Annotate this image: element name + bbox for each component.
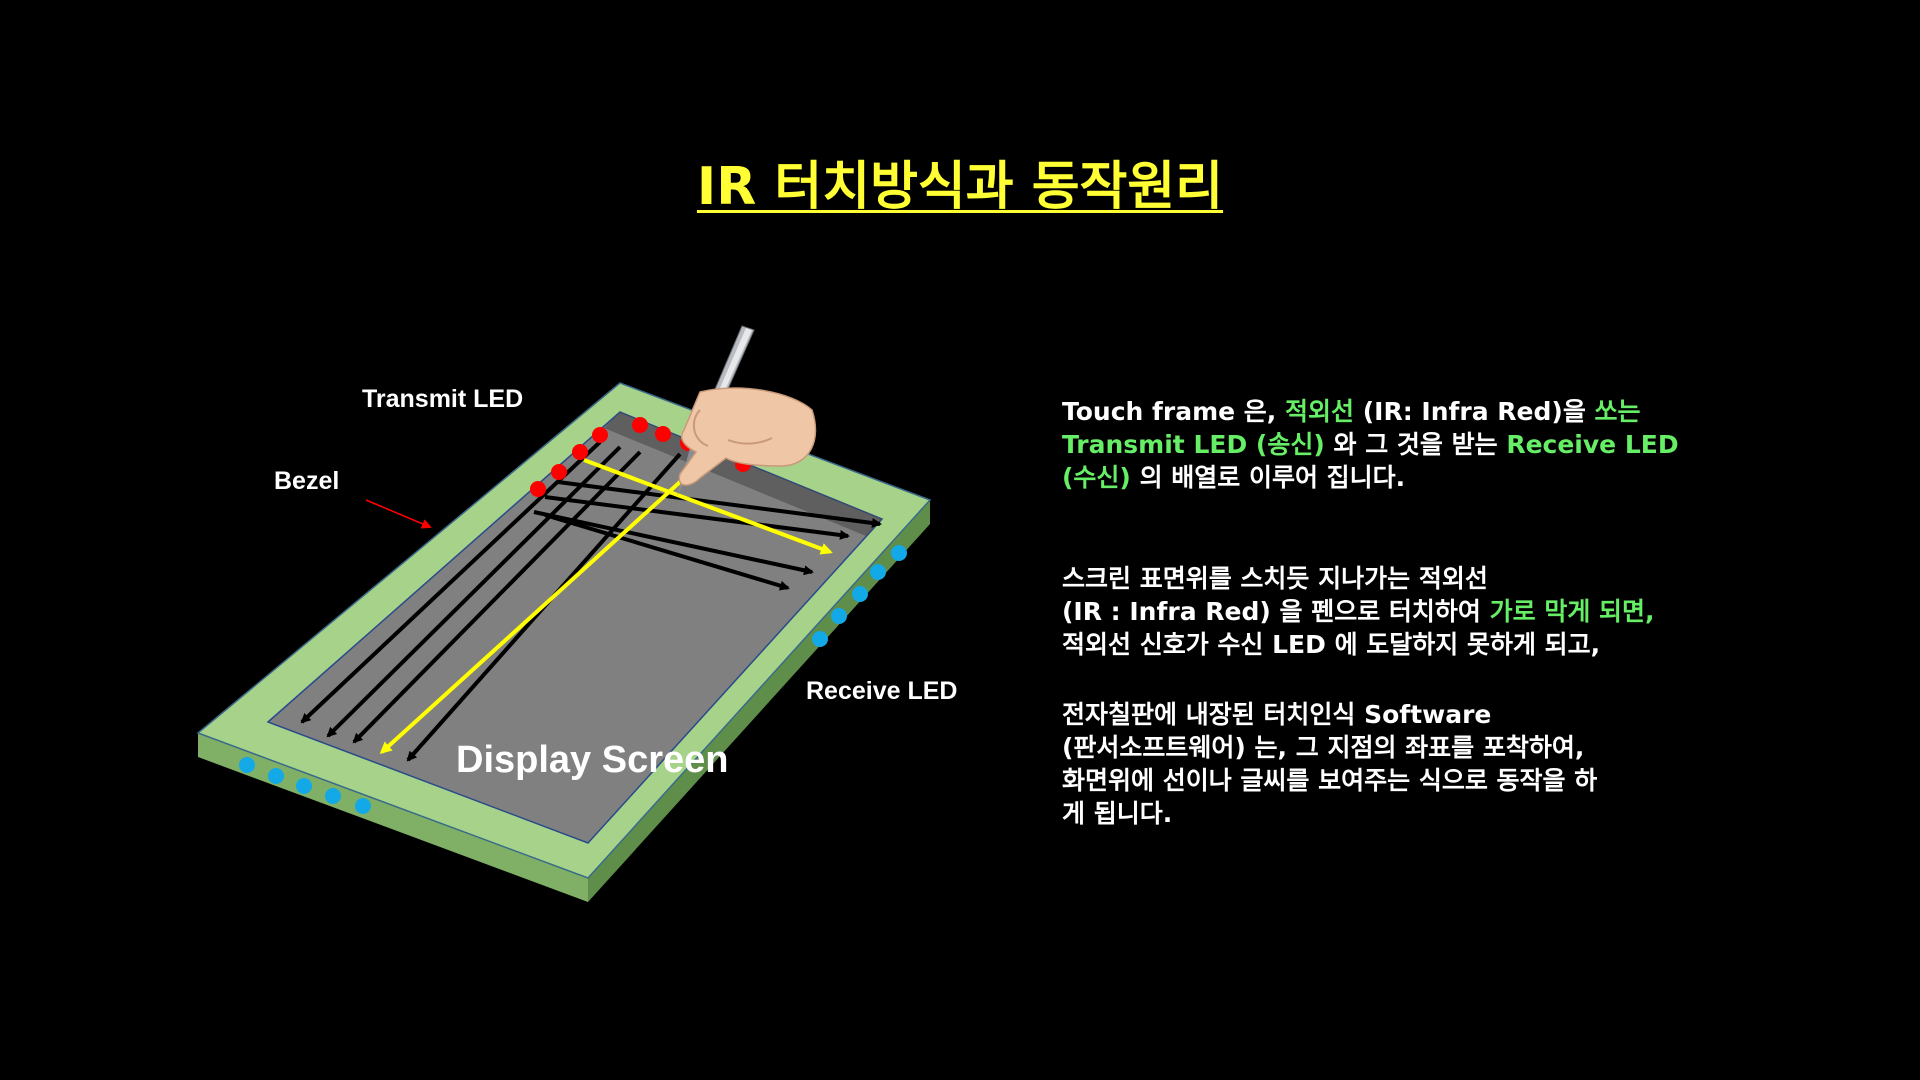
hand-icon: [678, 387, 817, 486]
receive-led: [812, 631, 828, 647]
transmit-led: [551, 464, 567, 480]
display-screen-label: Display Screen: [456, 739, 728, 781]
receive-led-label: Receive LED: [806, 677, 957, 705]
transmit-led: [655, 426, 671, 442]
bezel-label: Bezel: [274, 467, 339, 495]
transmit-led: [530, 481, 546, 497]
receive-led: [831, 608, 847, 624]
transmit-led-label: Transmit LED: [362, 385, 523, 413]
description-text: 적외선 신호가 수신 LED 에 도달하지 못하게 되고,: [1062, 630, 1601, 659]
ir-beams-horizontal: [533, 480, 882, 591]
receive-led: [296, 778, 312, 794]
highlight-text: Transmit LED (송신): [1062, 430, 1325, 459]
receive-led: [268, 768, 284, 784]
description-touch-frame: Touch frame 은, 적외선 (IR: Infra Red)을 쏘는 Tr…: [1062, 395, 1762, 494]
description-software: 전자칠판에 내장된 터치인식 Software (판서소프트웨어) 는, 그 지점…: [1062, 698, 1762, 830]
screen-shadow: [604, 412, 882, 536]
receive-led-array-front: [239, 757, 371, 814]
bezel-front-side: [198, 733, 588, 902]
receive-led: [852, 586, 868, 602]
receive-led: [325, 788, 341, 804]
receive-led: [355, 798, 371, 814]
receive-led: [870, 564, 886, 580]
description-text: (IR: Infra Red)을: [1354, 397, 1595, 426]
description-text: (판서소프트웨어) 는, 그 지점의 좌표를 포착하여,: [1062, 733, 1585, 762]
description-text: 전자칠판에 내장된 터치인식 Software: [1062, 700, 1492, 729]
transmit-led: [572, 444, 588, 460]
description-text: 의 배열로 이루어 집니다.: [1130, 463, 1406, 492]
description-ir-blocking: 스크린 표면위를 스치듯 지나가는 적외선 (IR : Infra Red) 을 …: [1062, 562, 1762, 661]
highlight-text: 쏘는: [1594, 397, 1641, 426]
transmit-led: [592, 427, 608, 443]
receive-led: [239, 757, 255, 773]
highlight-text: Receive LED: [1506, 430, 1679, 459]
bezel-pointer-arrow: [365, 499, 432, 529]
description-text: (IR : Infra Red) 을 펜으로 터치하여: [1062, 597, 1490, 626]
highlight-text: (수신): [1062, 463, 1131, 492]
highlight-text: 적외선: [1285, 397, 1355, 426]
description-text: 게 됩니다.: [1062, 799, 1173, 828]
page-title: IR 터치방식과 동작원리: [696, 157, 1224, 217]
highlight-text: 가로 막게 되면,: [1489, 597, 1655, 626]
bezel-right-side: [588, 500, 930, 902]
receive-led-array-right: [812, 545, 907, 647]
receive-led: [891, 545, 907, 561]
description-text: Touch frame 은,: [1062, 397, 1286, 426]
touch-beams: [379, 458, 833, 755]
description-text: 스크린 표면위를 스치듯 지나가는 적외선: [1062, 564, 1488, 593]
description-text: 화면위에 선이나 글씨를 보여주는 식으로 동작을 하: [1062, 766, 1598, 795]
description-text: 와 그 것을 받는: [1324, 430, 1507, 459]
transmit-led: [632, 417, 648, 433]
